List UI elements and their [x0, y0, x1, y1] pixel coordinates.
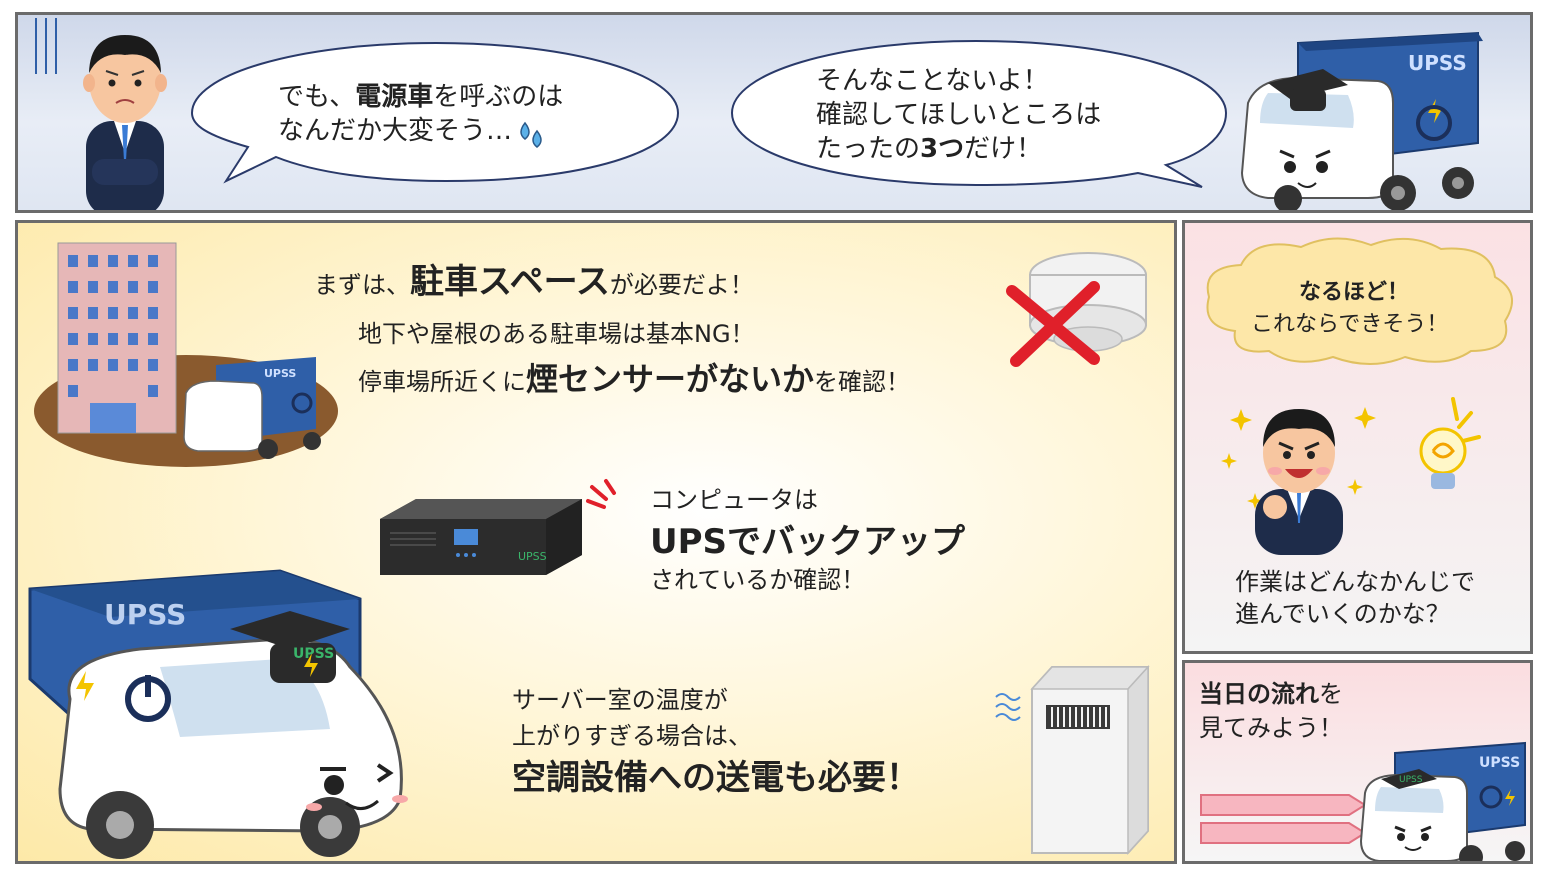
decorative-lines — [35, 18, 57, 74]
worried-businessman-illustration — [83, 35, 167, 210]
upss-truck-mascot-large — [28, 569, 408, 859]
big-truck-label: UPSS — [104, 598, 187, 631]
item1-heading: まずは、駐車スペースが必要だよ！ — [314, 262, 754, 302]
top-panel: でも、電源車を呼ぶのは なんだか大変そう… そんなことないよ！ 確認してほしいと… — [15, 12, 1533, 213]
right-bubble-line1: そんなことないよ！ — [816, 66, 1049, 96]
small-truck-label-2: UPSS — [1479, 755, 1521, 771]
ups-device-label: UPSS — [518, 550, 547, 563]
sweat-drops-icon — [520, 121, 542, 148]
item1-line2: 地下や屋根のある駐車場は基本NG！ — [358, 320, 755, 348]
next-arrows-icon[interactable] — [1199, 789, 1369, 849]
building-parking-illustration — [34, 242, 338, 467]
smoke-detector-crossed-icon — [1006, 252, 1147, 367]
item2-line1: コンピュータは — [650, 486, 818, 514]
excited-businessman-illustration — [1221, 397, 1481, 555]
speech-bubble-left — [190, 41, 680, 184]
upss-truck-mascot-small — [1359, 741, 1526, 861]
item3-line2: 上がりすぎる場合は、 — [512, 722, 752, 750]
top-truck-label: UPSS — [1408, 51, 1467, 75]
hat-label: UPSS — [293, 646, 335, 662]
right-bubble-line3: たったの3つだけ！ — [816, 134, 1043, 164]
cloud-line2: これならできそう！ — [1251, 312, 1449, 337]
main-panel: UPSS まずは、駐車スペースが必要だよ！ 地下や屋根のある駐車場は基本NG！ … — [15, 220, 1177, 864]
small-truck-label: UPSS — [264, 367, 297, 380]
item2-line3: されているか確認！ — [650, 566, 866, 594]
next-line2: 見てみよう！ — [1199, 714, 1343, 742]
item1-line3: 停車場所近くに煙センサーがないかを確認！ — [358, 360, 911, 398]
left-bubble-line2: なんだか大変そう… — [278, 116, 513, 146]
upss-truck-mascot — [1240, 31, 1483, 210]
ups-device-illustration — [380, 479, 616, 575]
item3-line1: サーバー室の温度が — [512, 686, 728, 714]
item2-line2: UPSでバックアップ — [650, 522, 966, 562]
item3-line3: 空調設備への送電も必要！ — [512, 758, 920, 798]
left-bubble-line1: でも、電源車を呼ぶのは — [278, 82, 564, 112]
speech-bubble-right — [730, 39, 1228, 188]
next-line1: 当日の流れを — [1199, 680, 1343, 708]
small-hat-label: UPSS — [1399, 775, 1423, 785]
thought-cloud — [1206, 237, 1514, 365]
right-panel-next: 当日の流れを 見てみよう！ UPSS UPSS — [1182, 660, 1533, 864]
question-line1: 作業はどんなかんじで — [1235, 568, 1475, 596]
question-line2: 進んでいくのかな？ — [1235, 600, 1450, 628]
right-panel-insight: なるほど！ これならできそう！ 作業はどんなかんじで 進んでいくのかな？ — [1182, 220, 1533, 654]
right-bubble-line2: 確認してほしいところは — [816, 100, 1102, 130]
cloud-line1: なるほど！ — [1299, 280, 1410, 305]
air-conditioner-illustration — [995, 665, 1150, 855]
